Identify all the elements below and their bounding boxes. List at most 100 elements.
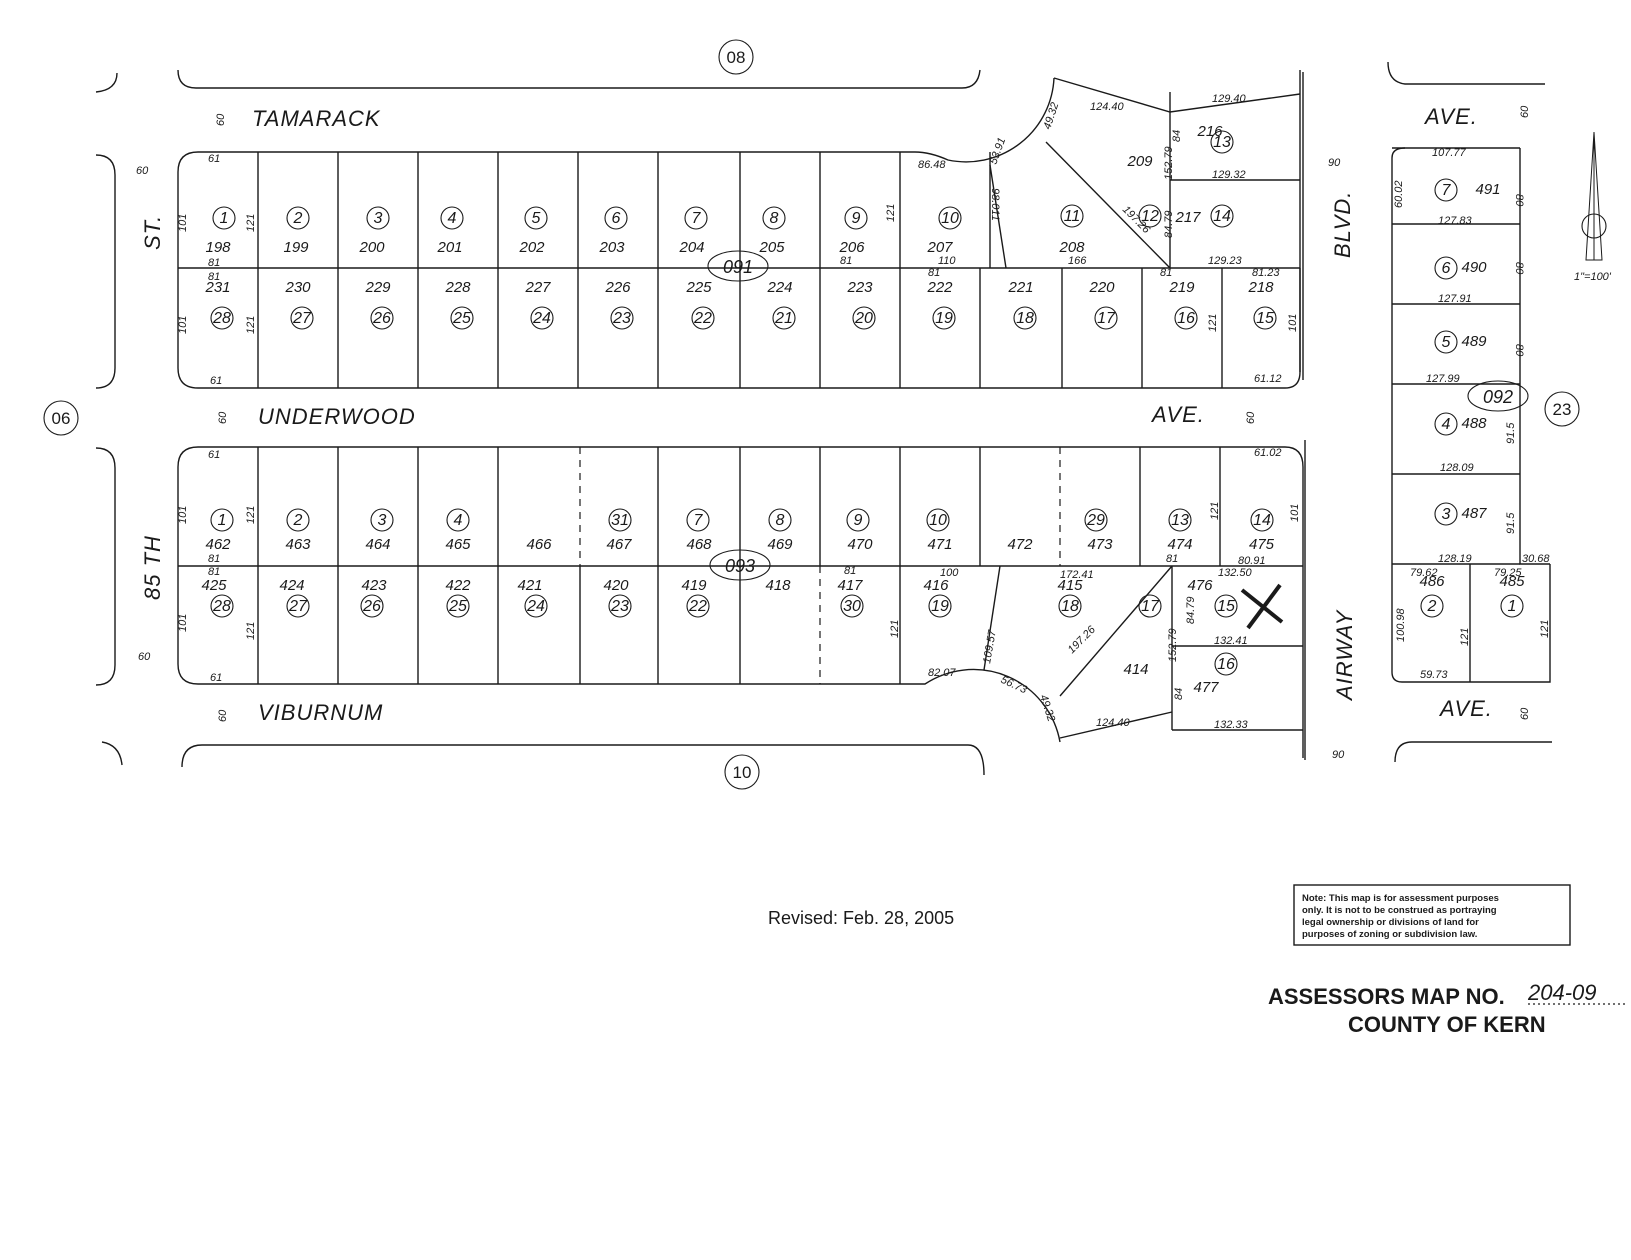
north-arrow: 1"=100': [1574, 131, 1612, 283]
lot-circle: [610, 306, 634, 330]
lot-number: 1: [218, 512, 227, 529]
dim-60-e: 60: [138, 651, 151, 663]
dim-132-33: 132.33: [1214, 719, 1249, 731]
note-line-1: Note: This map is for assessment purpose…: [1302, 893, 1499, 904]
parcel-number: 419: [681, 577, 707, 594]
lot-number: 17: [1097, 310, 1116, 327]
parcel-number: 225: [685, 279, 712, 296]
lot-number: 14: [1213, 208, 1231, 225]
dim-81-b: 81: [208, 271, 220, 283]
parcel-number: 416: [923, 577, 949, 594]
lot-circle: [1210, 204, 1234, 228]
lot-circle: [1500, 594, 1524, 618]
lot-number: 28: [212, 598, 231, 615]
lot-number: 26: [372, 310, 391, 327]
lot-circle: [928, 594, 952, 618]
dim-81-c: 81: [208, 553, 220, 565]
dim-60-g: 60: [1519, 105, 1531, 118]
lot-number: 13: [1213, 134, 1231, 151]
parcel-number: 216: [1196, 123, 1223, 140]
dim-127-99: 127.99: [1426, 373, 1460, 385]
parcel-number: 467: [606, 536, 632, 553]
lot-circle: [1174, 306, 1198, 330]
parcel-number: 418: [765, 577, 791, 594]
lot-number: 31: [611, 512, 629, 529]
lot-circle: [772, 306, 796, 330]
parcel-number: 224: [766, 279, 792, 296]
parcel-number: 417: [837, 577, 863, 594]
dim-60-02: 60.02: [1393, 180, 1405, 208]
lot-number: 23: [610, 598, 629, 615]
dim-90-b: 90: [1332, 749, 1345, 761]
dim-30-68: 30.68: [1522, 553, 1550, 565]
block-091: [177, 70, 1301, 389]
dim-61-02: 61.02: [1254, 447, 1282, 459]
parcel-number: 476: [1187, 577, 1213, 594]
lot-circle: [1434, 256, 1458, 280]
lot-number: 25: [452, 310, 471, 327]
title-county: COUNTY OF KERN: [1348, 1012, 1546, 1037]
dim-121-j: 121: [1539, 620, 1551, 638]
lot-circle: [286, 508, 310, 532]
lot-number: 3: [374, 210, 383, 227]
parcel-number: 421: [517, 577, 542, 594]
lot-circle: [1253, 306, 1277, 330]
dimension-labels: 60 60 61 101 121 81 81 101 121 61 60 60 …: [136, 93, 1551, 761]
parcel-number: 477: [1193, 679, 1219, 696]
lot-number: 15: [1256, 310, 1274, 327]
dim-81-i: 81: [844, 565, 856, 577]
dim-82-07: 82.07: [928, 667, 956, 679]
parcel-number: 228: [444, 279, 471, 296]
lot-circle: [768, 508, 792, 532]
lot-number: 2: [293, 512, 303, 529]
lot-circle: [1420, 594, 1444, 618]
parcel-number: 230: [284, 279, 311, 296]
lot-number: 4: [448, 210, 457, 227]
lot-circle: [286, 206, 310, 230]
lot-circle: [608, 508, 632, 532]
street-curbs: [95, 61, 1552, 776]
note-line-3: legal ownership or divisions of land for: [1302, 917, 1479, 928]
parcel-number: 469: [767, 536, 793, 553]
dim-121-d: 121: [245, 622, 257, 640]
dim-101-e: 101: [1287, 314, 1299, 332]
dim-86-48: 86.48: [918, 159, 946, 171]
dim-121-f: 121: [1207, 314, 1219, 332]
map-ref-top: 08: [727, 48, 746, 67]
lot-number: 13: [1171, 512, 1189, 529]
dim-60-b: 60: [136, 165, 149, 177]
lot-number: 14: [1253, 512, 1271, 529]
lot-number: 25: [448, 598, 467, 615]
lot-circle: [1094, 306, 1118, 330]
street-viburnum: VIBURNUM: [258, 700, 383, 725]
lot-number: 7: [692, 210, 702, 227]
parcel-number: 205: [758, 239, 785, 256]
dim-81-g: 81: [928, 267, 940, 279]
block-ref-093: 093: [725, 556, 755, 576]
lot-number: 1: [1508, 598, 1517, 615]
lot-circle: [691, 306, 715, 330]
dim-79-25: 79.25: [1494, 567, 1522, 579]
dim-91-5-a: 91.5: [1505, 422, 1517, 444]
parcel-number: 491: [1475, 181, 1500, 198]
parcel-number: 470: [847, 536, 873, 553]
lot-circle: [524, 594, 548, 618]
parcel-number: 466: [526, 536, 552, 553]
note-box: Note: This map is for assessment purpose…: [1293, 884, 1571, 946]
lot-circle: [938, 206, 962, 230]
lot-circle: [844, 206, 868, 230]
lot-number: 5: [1442, 334, 1451, 351]
dim-121-i: 121: [1459, 628, 1471, 646]
lot-circle: [440, 206, 464, 230]
lot-circle: [360, 594, 384, 618]
dim-124-40-a: 124.40: [1090, 101, 1125, 113]
lot-circle: [286, 594, 310, 618]
lot-circle: [684, 206, 708, 230]
street-tamarack: TAMARACK: [252, 106, 381, 131]
dim-98-011: 98.011: [989, 188, 1001, 221]
dim-110: 110: [938, 255, 956, 267]
lot-circle: [686, 594, 710, 618]
lot-number: 15: [1217, 598, 1235, 615]
lot-number: 2: [293, 210, 303, 227]
